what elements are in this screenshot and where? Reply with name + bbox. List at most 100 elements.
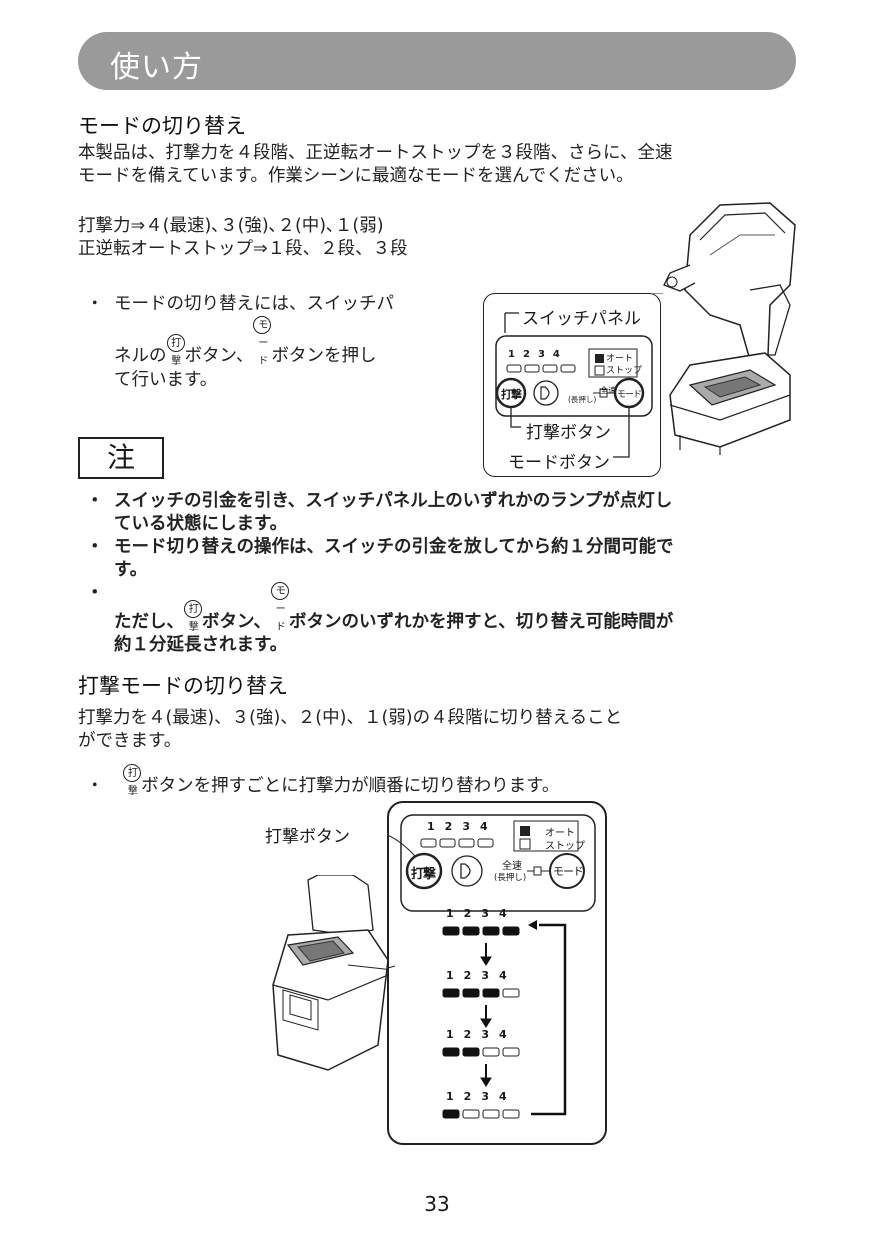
figure-level-number-row: 1 2 3 4 (427, 820, 527, 833)
intro-line-1: 本製品は、打撃力を４段階、正逆転オートストップを３段階、さらに、全速 (78, 143, 673, 163)
impact-level-list: 打撃力⇒４(最速)､３(強)､２(中)､１(弱) (78, 216, 384, 236)
switch-panel-label: スイッチパネル (522, 309, 641, 329)
level-3-label: 3 (481, 1028, 489, 1041)
level-4-label: 4 (479, 820, 488, 833)
note-item-3-line-1: ただし、打撃ボタン、モードボタンのいずれかを押すと、切り替え可能時間が (114, 582, 806, 634)
figure-auto-label: オート (545, 828, 575, 839)
tip-text: ボタンを押し (271, 346, 377, 366)
note-item-2: ・ モード切り替えの操作は、スイッチの引金を放してから約１分間可能で す。 (86, 536, 806, 582)
level-1-label: 1 (446, 1028, 454, 1041)
level-3-label: 3 (537, 349, 545, 360)
switch-panel-diagram (495, 293, 663, 458)
impact-button-label: 打撃ボタン (526, 423, 611, 443)
level-4-label: 4 (552, 349, 560, 360)
tool-base-illustration (272, 875, 394, 1071)
note-item-1-line-2: ている状態にします。 (114, 514, 288, 534)
bullet: ・ (86, 491, 104, 511)
section-heading-mode-switch: モードの切り替え (78, 114, 246, 138)
figure-fullspeed-label: 全速 (502, 861, 522, 872)
impact-tip-text: ボタンを押すごとに打撃力が順番に切り替わります。 (141, 776, 560, 796)
mode-button-label: モードボタン (508, 453, 610, 473)
note-text: ボタンのいずれかを押すと、切り替え可能時間が (288, 612, 674, 632)
level-1-label: 1 (427, 820, 435, 833)
level-1-label: 1 (446, 907, 454, 920)
impact-mode-paragraph: 打撃力を４(最速)、３(強)、２(中)、１(弱)の４段階に切り替えること ができ… (78, 707, 818, 753)
level-2-label: 2 (463, 907, 472, 920)
level-3-label: 3 (462, 820, 470, 833)
note-item-3-line-2: 約１分延長されます。 (114, 635, 288, 655)
mode-button-icon: モード (270, 582, 289, 633)
note-item-3: ・ ただし、打撃ボタン、モードボタンのいずれかを押すと、切り替え可能時間が 約１… (86, 582, 806, 657)
impact-mode-tip: ・ 打撃ボタンを押すごとに打撃力が順番に切り替わります。 (86, 764, 786, 798)
section-intro-paragraph: 本製品は、打撃力を４段階、正逆転オートストップを３段階、さらに、全速 モードを備… (78, 142, 818, 188)
level-3-label: 3 (481, 1090, 489, 1103)
bullet: ・ (86, 294, 104, 314)
level-4-label: 4 (498, 1028, 507, 1041)
mode-button-icon: モード (253, 316, 272, 367)
longpress-label: (長押し) (568, 395, 597, 404)
bullet: ・ (86, 583, 104, 603)
level-2-label: 2 (463, 1090, 472, 1103)
level-3-label: 3 (481, 907, 489, 920)
autostop-level-list: 正逆転オートストップ⇒１段、２段、３段 (78, 239, 408, 259)
note-item-1: ・ スイッチの引金を引き、スイッチパネル上のいずれかのランプが点灯し ている状態… (86, 490, 806, 536)
figure-longpress-label: (長押し) (494, 873, 527, 883)
note-item-2-line-1: モード切り替えの操作は、スイッチの引金を放してから約１分間可能で (114, 537, 674, 557)
level-1-label: 1 (508, 349, 515, 360)
tip-line-3: て行います。 (114, 370, 218, 390)
impact-button-icon: 打撃 (184, 600, 202, 633)
return-arrow (528, 920, 567, 1116)
mode-list: 打撃力⇒４(最速)､３(強)､２(中)､１(弱) 正逆転オートストップ⇒１段、２… (78, 215, 408, 261)
impact-para-line-1: 打撃力を４(最速)、３(強)、２(中)、１(弱)の４段階に切り替えること (78, 708, 623, 728)
page-number: 33 (424, 1192, 450, 1216)
level-2-label: 2 (522, 349, 530, 360)
tip-line-2: ネルの打撃ボタン、モードボタンを押し (114, 316, 466, 368)
fullspeed-label: 全速 (600, 386, 616, 395)
mode-switch-tip: ・ モードの切り替えには、スイッチパ ネルの打撃ボタン、モードボタンを押し て行… (86, 292, 466, 392)
impact-driver-illustration (663, 202, 796, 455)
impact-para-line-2: ができます。 (78, 731, 182, 751)
level-4-label: 4 (498, 1090, 507, 1103)
note-list: ・ スイッチの引金を引き、スイッチパネル上のいずれかのランプが点灯し ている状態… (86, 490, 806, 657)
figure-mode-key-label: モード (553, 865, 584, 878)
impact-key-label: 打撃 (501, 388, 522, 401)
impact-sequence-diagram (387, 814, 596, 1119)
level-1-label: 1 (446, 1090, 454, 1103)
level-3-label: 3 (481, 969, 489, 982)
figure-stop-label: ストップ (545, 841, 585, 852)
note-item-1-line-1: スイッチの引金を引き、スイッチパネル上のいずれかのランプが点灯し (114, 491, 673, 511)
bullet: ・ (86, 537, 104, 557)
tip-text: ボタン、 (184, 346, 254, 366)
tip-line-1: モードの切り替えには、スイッチパ (114, 294, 394, 314)
impact-button-figure-label: 打撃ボタン (265, 827, 350, 847)
section-heading-impact-mode: 打撃モードの切り替え (78, 674, 288, 698)
sequence-down-arrows (480, 943, 492, 1087)
tip-text: ネルの (114, 346, 167, 366)
level-lamps (506, 364, 576, 373)
figure-impact-key-label: 打撃 (410, 867, 436, 882)
impact-button-icon: 打撃 (123, 764, 142, 797)
level-4-label: 4 (498, 907, 507, 920)
level-2-label: 2 (463, 1028, 472, 1041)
note-title-box: 注 (78, 437, 164, 479)
level-number-row: 1 2 3 4 (508, 349, 578, 360)
intro-line-2: モードを備えています。作業シーンに最適なモードを選んでください。 (78, 166, 634, 186)
impact-button-icon: 打撃 (166, 334, 185, 367)
stop-label: ストップ (606, 366, 643, 376)
mode-key-label: モード (617, 390, 642, 400)
level-4-label: 4 (498, 969, 507, 982)
note-item-2-line-2: す。 (114, 560, 148, 580)
level-2-label: 2 (444, 820, 453, 833)
auto-label: オート (606, 354, 634, 364)
bullet: ・ (86, 776, 104, 796)
level-1-label: 1 (446, 969, 454, 982)
level-2-label: 2 (463, 969, 472, 982)
section-header-bar (78, 32, 796, 90)
page-title: 使い方 (110, 50, 203, 85)
note-text: ただし、 (114, 612, 184, 632)
sequence-lamps (442, 926, 520, 1119)
